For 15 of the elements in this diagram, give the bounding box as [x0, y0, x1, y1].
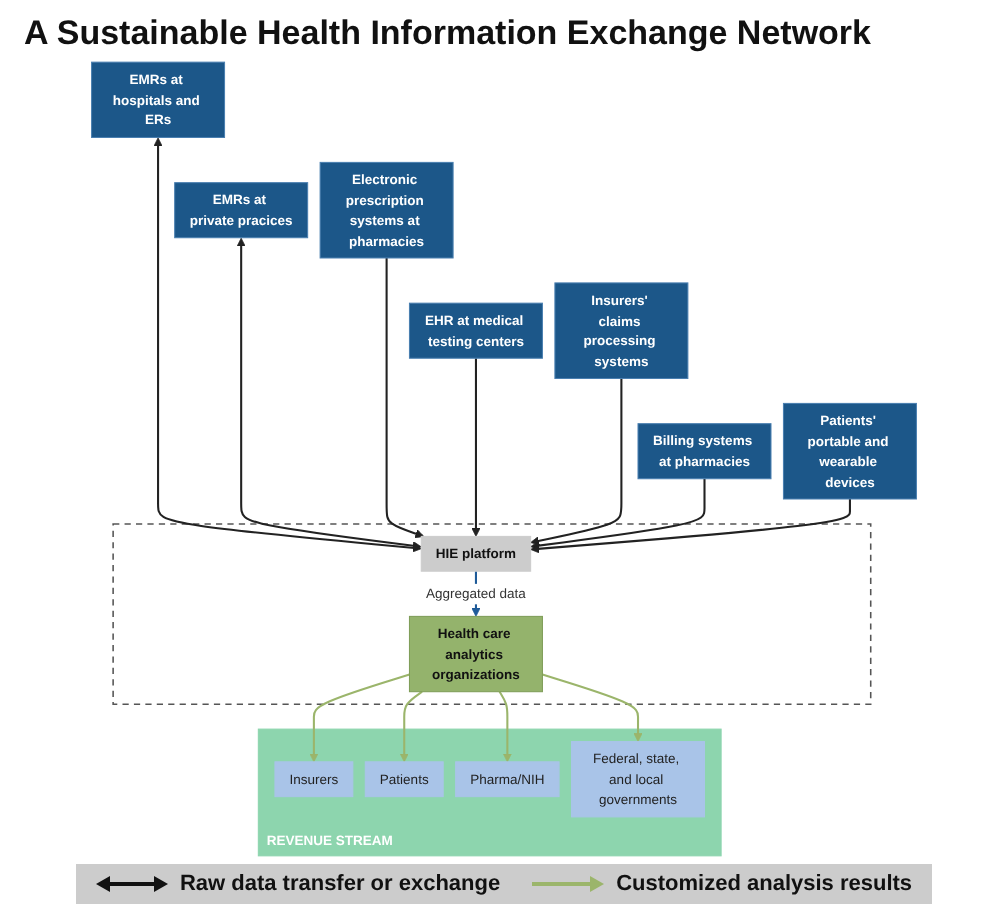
legend-label: Raw data transfer or exchange — [179, 872, 501, 896]
cluster — [112, 523, 872, 705]
arrow — [542, 673, 643, 742]
arrow — [530, 499, 851, 554]
arrow — [236, 237, 422, 551]
arrow — [153, 137, 422, 553]
arrow — [471, 358, 481, 537]
diagram-title: A Sustainable Health Information Exchange Network — [24, 14, 872, 54]
arrow — [399, 690, 423, 763]
arrow — [530, 478, 706, 551]
arrow — [530, 378, 623, 546]
arrow — [385, 258, 425, 539]
legend-label: Customized analysis results — [616, 872, 913, 896]
arrow — [498, 691, 512, 763]
arrow — [309, 673, 410, 763]
